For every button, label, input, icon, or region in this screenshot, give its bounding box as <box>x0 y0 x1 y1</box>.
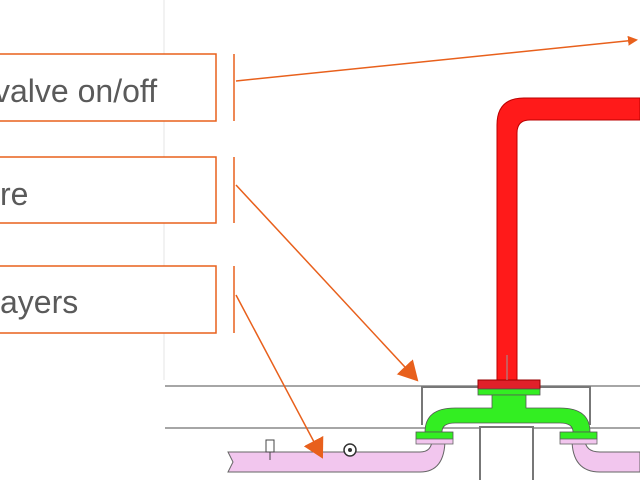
red-flange <box>477 379 541 390</box>
hot-pipe <box>477 97 640 390</box>
label-3: ayers <box>0 284 78 320</box>
valve-icon <box>343 443 357 457</box>
callout-box-3: ayers <box>0 265 235 334</box>
cold-pipe <box>227 438 640 473</box>
support-box <box>479 426 534 480</box>
valve-icon <box>265 439 275 460</box>
arrow-valve <box>235 35 638 82</box>
arrow-2 <box>235 184 419 382</box>
arrow-3 <box>235 294 324 459</box>
label-valve: valve on/off <box>0 73 157 109</box>
callout-box-valve: valve on/off <box>0 53 235 122</box>
label-2: re <box>0 176 28 212</box>
callout-box-2: re <box>0 156 235 224</box>
